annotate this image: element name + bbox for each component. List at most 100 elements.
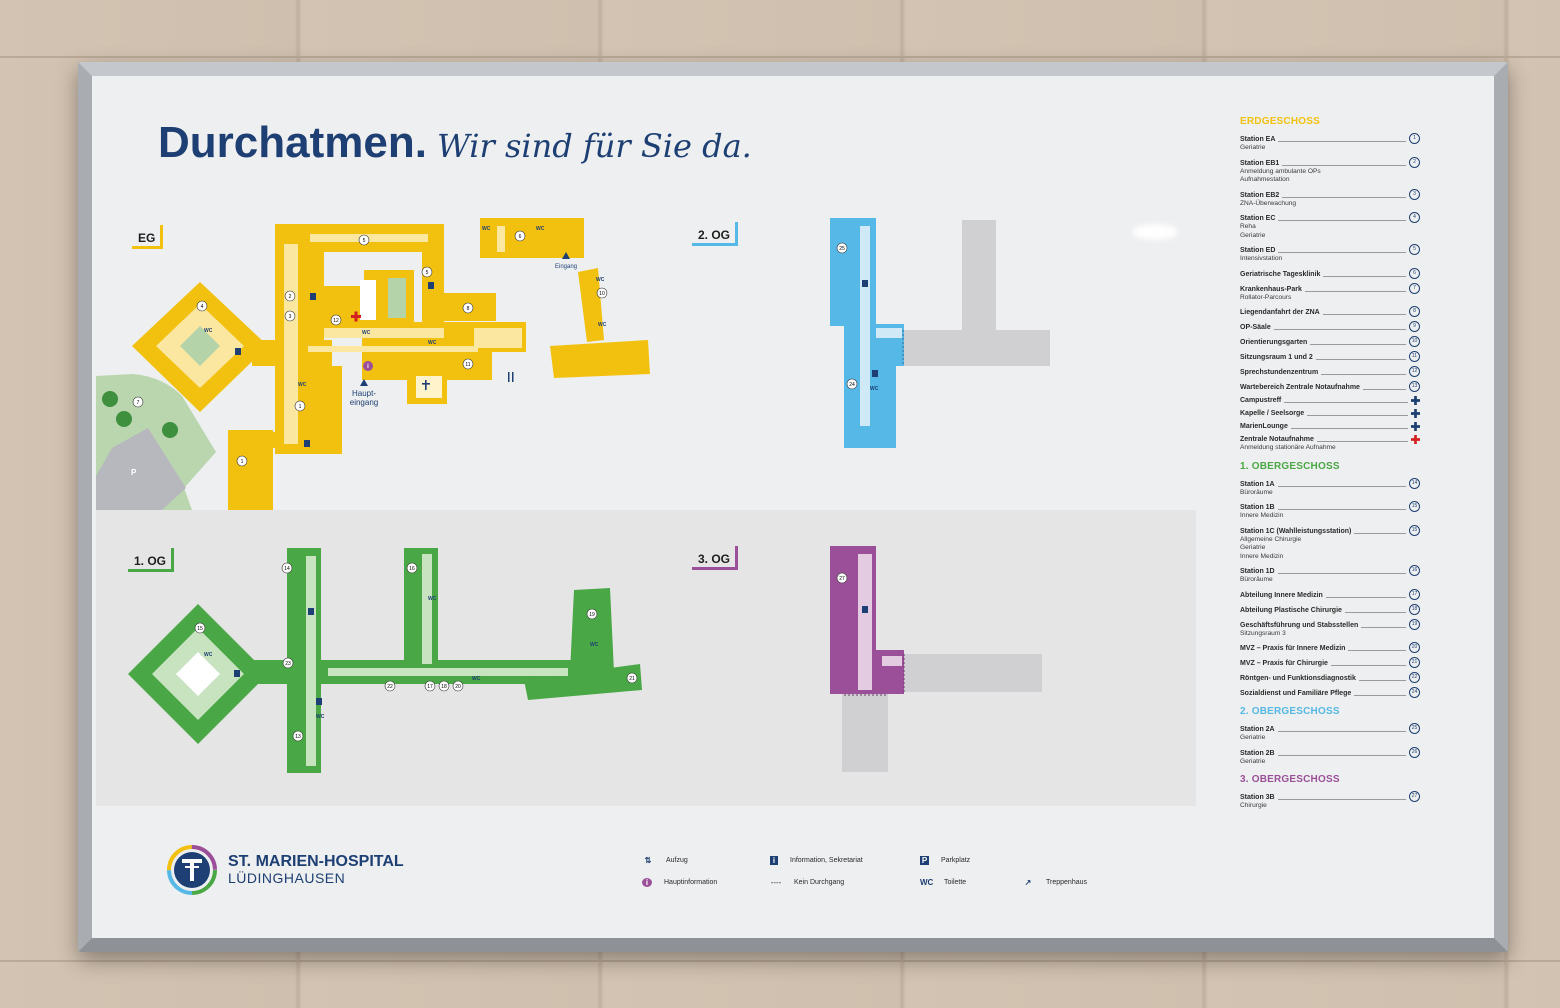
entry-number: 21	[1409, 657, 1420, 668]
entry-name: Station 1B	[1240, 504, 1275, 511]
entry-description: Chirurgie	[1240, 802, 1267, 809]
eg-side-entrance: Eingang	[555, 252, 577, 270]
entrance-label-line2: eingang	[350, 398, 378, 407]
entry-name: Geriatrische Tagesklinik	[1240, 270, 1321, 278]
eg-campustreff-icon	[508, 372, 514, 382]
headline-bold: Durchatmen.	[158, 118, 427, 167]
eg-chapel-icon	[422, 380, 430, 390]
svg-text:WC: WC	[596, 277, 605, 283]
og1-floor-plan: 14 16 15 23 22 17 18 20 13 19 21 WCWCWCW…	[128, 548, 642, 773]
entry-number: 9	[1409, 321, 1420, 332]
entry-number: 24	[1409, 687, 1420, 698]
svg-text:23: 23	[285, 661, 291, 667]
floor-label-og2: 2. OG	[692, 222, 739, 246]
svg-text:15: 15	[197, 626, 203, 632]
entry-name: Zentrale Notaufnahme	[1240, 436, 1314, 443]
eg-info-icons	[235, 282, 434, 447]
svg-text:4: 4	[201, 304, 204, 310]
entry-number: 8	[1409, 306, 1420, 317]
og2-wc-label: WC	[870, 386, 879, 392]
entry-name: Station 2B	[1240, 749, 1275, 757]
svg-text:5: 5	[363, 238, 366, 244]
entry-number: 12	[1409, 366, 1420, 377]
entry-name: Sitzungsraum 1 und 2	[1240, 354, 1313, 361]
entry-symbol-icon	[1411, 435, 1420, 444]
entry-description: Geriatrie	[1240, 734, 1266, 741]
entry-number: 7	[1409, 282, 1420, 294]
sign-frame: Durchatmen.Wir sind für Sie da. EG 2. OG…	[78, 62, 1508, 952]
entry-number: 25	[1409, 723, 1420, 734]
key-label: Toilette	[944, 879, 967, 886]
wall-seam	[0, 56, 1560, 58]
entry-name: Station EB2	[1240, 191, 1280, 199]
entry-name: Kapelle / Seelsorge	[1240, 410, 1305, 417]
directory-section-og1: 1. OBERGESCHOSS	[1240, 460, 1340, 472]
directory-section-og2: 2. OBERGESCHOSS	[1240, 706, 1340, 717]
logo-emblem-icon	[167, 845, 217, 895]
svg-text:WC: WC	[472, 676, 481, 682]
reflection-glare	[1132, 224, 1178, 240]
svg-text:1: 1	[241, 459, 244, 465]
directory-entry: MarienLounge	[1240, 422, 1420, 431]
headline-italic: Wir sind für Sie da.	[436, 127, 752, 165]
og3-floor-plan: 27	[830, 546, 1042, 772]
entry-number: 4	[1409, 212, 1420, 223]
directory-entry: Campustreff	[1240, 396, 1420, 405]
entry-name: Station 1D	[1240, 568, 1275, 575]
eg-courtyard-garden	[388, 278, 406, 318]
entry-name: Sprechstundenzentrum	[1240, 369, 1319, 376]
entry-name: Station EA	[1240, 136, 1276, 143]
entry-description: Innere Medizin	[1240, 552, 1284, 560]
entry-description: Büroräume	[1240, 488, 1273, 496]
directory-entry: Liegendanfahrt der ZNA 8	[1240, 306, 1420, 317]
entry-name: Station 2A	[1240, 726, 1275, 733]
entry-number: 10	[1409, 336, 1420, 347]
eg-floor-plan	[132, 218, 650, 510]
entry-description: Intensivstation	[1240, 255, 1283, 262]
entry-name: Wartebereich Zentrale Notaufnahme	[1240, 384, 1360, 391]
entry-description: Büroräume	[1240, 576, 1273, 583]
key-label: Treppenhaus	[1046, 879, 1087, 886]
svg-text:2: 2	[289, 294, 292, 300]
key-no-passage: ----Kein Durchgang	[770, 878, 845, 887]
floor-maps: P 7	[96, 218, 1050, 773]
key-label: Aufzug	[666, 857, 688, 864]
svg-text:13: 13	[295, 734, 301, 740]
svg-text:i: i	[367, 364, 369, 370]
entry-name: MarienLounge	[1240, 423, 1288, 430]
entry-symbol-icon	[1411, 409, 1420, 418]
floor-label-text: 2. OG	[698, 228, 731, 242]
entry-name: Liegendanfahrt der ZNA	[1240, 309, 1320, 316]
stairs-icon: ↗	[1024, 878, 1032, 887]
eg-inner-garden	[180, 326, 220, 366]
entry-name: Station EB1	[1240, 159, 1280, 167]
floor-label-text: 3. OG	[698, 552, 731, 566]
logo-line2: LÜDINGHAUSEN	[228, 870, 346, 886]
key-elevator: ⇅Aufzug	[642, 856, 688, 865]
entry-number: 19	[1409, 618, 1420, 630]
og2-floor-plan: 25 24 WC	[830, 218, 1050, 448]
svg-text:25: 25	[839, 246, 845, 252]
key-label: Kein Durchgang	[794, 879, 845, 886]
entry-number: 20	[1409, 642, 1420, 653]
svg-text:8: 8	[467, 306, 470, 312]
svg-text:WC: WC	[536, 226, 545, 232]
entry-name: Krankenhaus-Park	[1240, 285, 1302, 293]
svg-text:7: 7	[137, 400, 140, 406]
entry-number: 1	[1409, 133, 1420, 144]
entry-name: Abteilung Plastische Chirurgie	[1240, 606, 1342, 614]
